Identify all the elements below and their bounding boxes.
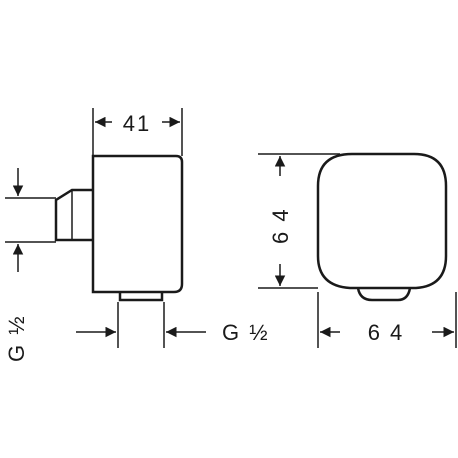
dimension-width-side: 41 (92, 108, 183, 156)
dimension-label-height: 6 4 (268, 207, 293, 244)
dimension-width-front: 6 4 (317, 292, 457, 348)
side-view-outlet (118, 292, 164, 302)
dimension-label-41: 41 (123, 111, 151, 136)
dimension-label-width-front: 6 4 (368, 320, 405, 345)
side-view-body (91, 154, 184, 294)
front-view (316, 152, 448, 302)
dimension-thread-bottom: G ½ (76, 302, 270, 348)
front-view-body (316, 152, 448, 290)
dimension-label-thread-side: G ½ (4, 314, 29, 362)
dimension-label-thread-bottom: G ½ (222, 320, 270, 345)
front-view-outlet (356, 287, 412, 302)
side-view (54, 154, 184, 302)
dimension-thread-side: G ½ (4, 168, 56, 362)
dimension-height-front: 6 4 (258, 153, 340, 289)
side-view-connector (54, 188, 93, 242)
